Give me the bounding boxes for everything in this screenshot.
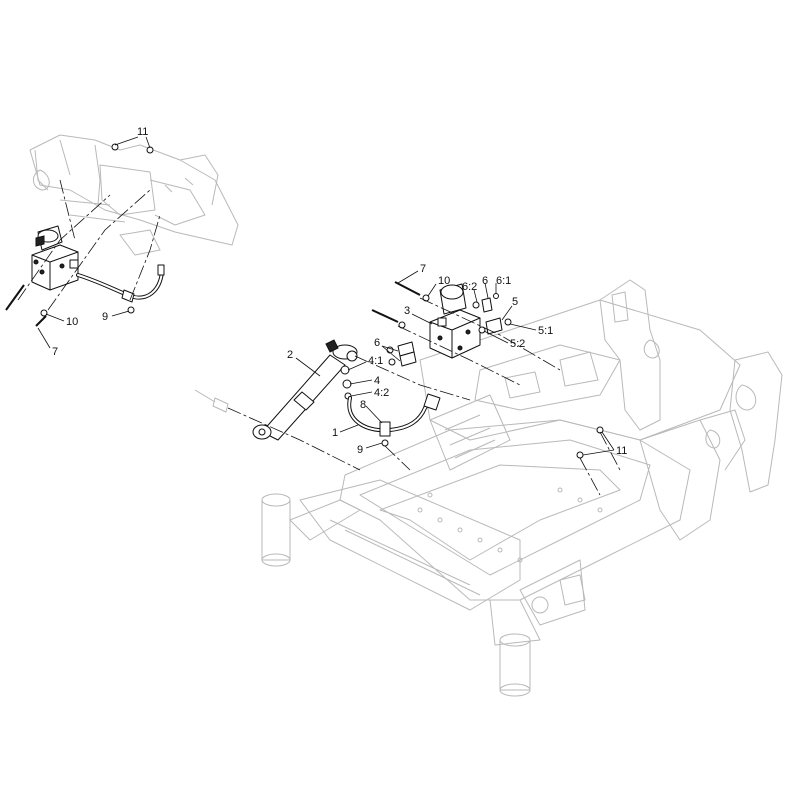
callout-5-2: 5:2 — [510, 338, 525, 350]
callout-5-1: 5:1 — [538, 325, 553, 337]
left-hardware — [5, 143, 154, 327]
callout-4: 4 — [374, 375, 380, 387]
fittings-6 — [386, 293, 499, 367]
callout-5: 5 — [512, 296, 518, 308]
main-phantom-lines — [227, 297, 621, 496]
callout-6: 6 — [482, 275, 488, 287]
callout-6-mid: 6 — [374, 337, 380, 349]
callout-7-left: 7 — [52, 346, 58, 358]
callout-3: 3 — [404, 305, 410, 317]
callout-10-top: 10 — [438, 275, 450, 287]
fitting-4 — [340, 365, 352, 400]
callout-labels: 11 10 9 7 7 10 6 6:1 6:2 5 5:1 5:2 3 6 2… — [52, 126, 627, 457]
callout-2: 2 — [287, 349, 293, 361]
hydraulic-cylinder — [252, 339, 358, 441]
left-valve-assembly — [31, 225, 79, 291]
callout-6-1: 6:1 — [496, 275, 511, 287]
callout-6-2: 6:2 — [462, 281, 477, 293]
main-frame — [194, 279, 783, 697]
callout-7-top: 7 — [420, 263, 426, 275]
main-leaders — [295, 270, 615, 456]
left-frame-rail — [29, 134, 239, 256]
callout-11-right: 11 — [616, 445, 627, 457]
callout-4-1: 4:1 — [368, 355, 383, 367]
callout-8: 8 — [360, 399, 366, 411]
callout-4-2: 4:2 — [374, 387, 389, 399]
left-hose — [76, 264, 165, 303]
left-phantom-lines — [17, 179, 161, 311]
callout-10-left: 10 — [66, 316, 78, 328]
right-hardware — [576, 426, 604, 459]
callout-11-left: 11 — [137, 126, 148, 138]
top-hardware — [371, 281, 430, 329]
callout-1: 1 — [332, 427, 338, 439]
callout-9-left: 9 — [102, 311, 108, 323]
callout-9: 9 — [357, 444, 363, 456]
main-valve-block — [429, 283, 481, 359]
left-leaders — [37, 136, 151, 349]
hose-clamp — [379, 421, 391, 447]
